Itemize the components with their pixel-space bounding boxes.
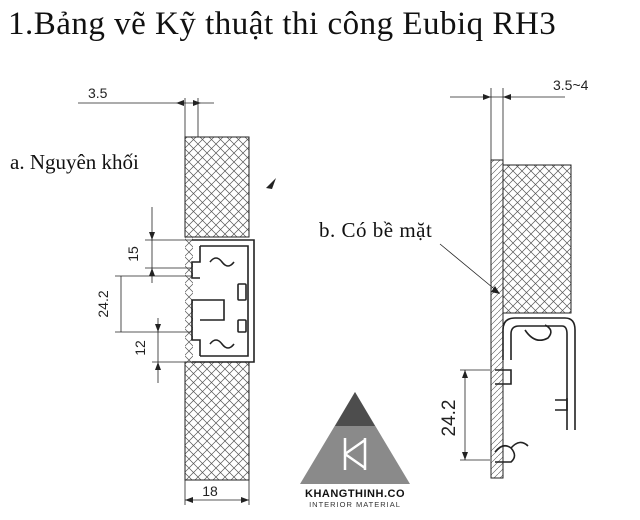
dim-top-width-b: 3.5~4 — [553, 77, 589, 93]
dim-upper-gap: 15 — [125, 246, 141, 262]
section-a-drawing: 15 24.2 12 18 — [78, 98, 276, 505]
dim-arrow — [155, 324, 161, 332]
dim-rail-height-b: 24.2 — [439, 400, 460, 437]
dim-arrow — [462, 370, 468, 378]
logo-mark — [343, 438, 367, 470]
rail-profile-a — [191, 239, 255, 363]
dim-top-width-a: 3.5 — [88, 85, 108, 101]
logo-name: KHANGTHINH.CO — [305, 488, 405, 500]
dim-rail-height: 24.2 — [95, 290, 111, 317]
section-a-label: a. Nguyên khối — [10, 150, 139, 174]
section-b-label: b. Có bề mặt — [319, 218, 433, 242]
panel-bottom — [184, 361, 250, 481]
logo-tagline: INTERIOR MATERIAL — [309, 500, 401, 509]
dim-arrow — [155, 362, 161, 370]
leader-line — [439, 243, 499, 293]
dim-arrow — [503, 94, 511, 100]
panel-edge — [185, 237, 193, 362]
dim-arrow — [149, 232, 155, 240]
logo-triangle-top — [335, 392, 375, 426]
dim-arrow — [241, 497, 249, 503]
dim-arrow — [149, 268, 155, 276]
dim-arrow — [185, 497, 193, 503]
dim-arrow — [483, 94, 491, 100]
surface-layer — [490, 159, 504, 479]
dim-bottom-width: 18 — [202, 483, 218, 499]
rail-profile-b — [494, 317, 576, 463]
page-title: 1.Bảng vẽ Kỹ thuật thi công Eubiq RH3 — [8, 6, 557, 42]
dim-arrow — [193, 100, 201, 106]
leader-arrow — [491, 286, 500, 294]
section-b-drawing: 3.5~4 24.2 — [439, 77, 589, 479]
logo: KHANGTHINH.CO INTERIOR MATERIAL — [300, 392, 410, 509]
stray-mark — [266, 178, 276, 189]
panel-top — [184, 136, 250, 238]
logo-triangle — [300, 392, 410, 484]
dim-arrow — [462, 452, 468, 460]
dim-lower-gap: 12 — [132, 340, 148, 356]
panel-core — [502, 164, 572, 314]
dim-arrow — [176, 100, 184, 106]
